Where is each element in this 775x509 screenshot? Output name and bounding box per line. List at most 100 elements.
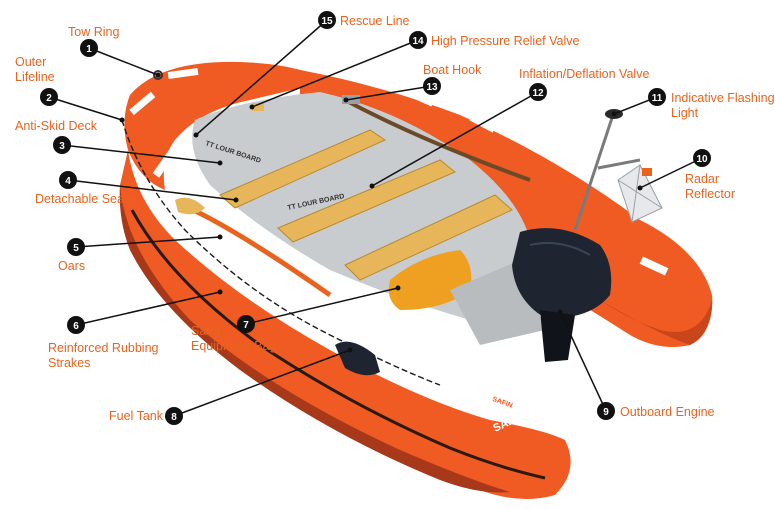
leader-anti-skid-deck (61, 144, 221, 164)
fuel-tank-shape (335, 341, 380, 376)
leader-high-pressure-relief-valve (251, 39, 419, 108)
seat-bench (219, 129, 387, 209)
leader-end-dot (395, 285, 401, 291)
callout-safety-equipment-bag: 7 Safety Equipment Bag (191, 315, 277, 353)
seat-bench (277, 159, 456, 243)
callout-number: 5 (73, 243, 79, 254)
leader-end-dot (611, 111, 617, 117)
leader-end-dot (347, 347, 353, 353)
callout-label: Radar (685, 172, 719, 186)
reflective-strip (639, 256, 669, 276)
radar-arm (597, 158, 641, 170)
leader-end-dot (217, 289, 223, 295)
callout-badge (318, 11, 336, 29)
leader-boat-hook (345, 85, 433, 101)
callout-label: Anti-Skid Deck (15, 119, 98, 133)
callout-label: Rescue Line (340, 14, 410, 28)
callout-label: High Pressure Relief Valve (431, 34, 579, 48)
leader-end-dot (343, 97, 349, 103)
callout-label: Safety (191, 324, 227, 338)
callout-leaders (48, 19, 703, 417)
callout-label: Light (671, 106, 699, 120)
callout-label: Boat Hook (423, 63, 482, 77)
callout-badge (597, 402, 615, 420)
callout-label: Reflector (685, 187, 735, 201)
reflective-strip (499, 409, 533, 429)
callout-fuel-tank: 8 Fuel Tank (109, 407, 183, 425)
callout-label: Reinforced Rubbing (48, 341, 159, 355)
callout-number: 1 (86, 44, 92, 55)
leader-end-dot (233, 197, 239, 203)
rubbing-strake (130, 209, 546, 480)
leader-reinforced-rubbing-strakes (75, 291, 221, 326)
callout-reinforced-rubbing-strakes: 6 Reinforced Rubbing Strakes (48, 316, 159, 370)
leader-radar-reflector (639, 157, 703, 189)
callout-badge (237, 315, 255, 333)
callout-number: 14 (412, 36, 424, 47)
callout-number: 10 (696, 154, 708, 165)
leader-end-dot (119, 117, 125, 123)
leader-end-dot (217, 234, 223, 240)
callout-oars: 5 Oars (58, 238, 85, 273)
callout-indicative-flashing-light: 11 Indicative Flashing Light (648, 88, 775, 120)
callout-anti-skid-deck: 3 Anti-Skid Deck (15, 119, 98, 154)
callout-label: Outer (15, 55, 46, 69)
callout-label: Outboard Engine (620, 405, 715, 419)
port-tube (119, 150, 571, 499)
callout-number: 3 (59, 141, 65, 152)
leader-end-dot (369, 183, 375, 189)
leader-end-dot (637, 185, 643, 191)
starboard-tube-shade (600, 300, 712, 345)
callout-label: Inflation/Deflation Valve (519, 67, 649, 81)
callout-number: 7 (243, 320, 249, 331)
callout-outer-lifeline: 2 Outer Lifeline (15, 55, 58, 106)
bow-tube (124, 61, 330, 190)
callout-number: 2 (46, 93, 52, 104)
callout-label: Tow Ring (68, 25, 119, 39)
leader-oars (75, 236, 221, 248)
callout-label: Fuel Tank (109, 409, 164, 423)
leader-inflation-deflation-valve (371, 91, 539, 187)
callout-label: Oars (58, 259, 85, 273)
callout-label: Detachable Seats (35, 192, 134, 206)
callout-radar-reflector: 10 Radar Reflector (685, 149, 735, 201)
callout-label: Equipment Bag (191, 339, 277, 353)
callout-number: 4 (65, 176, 71, 187)
leader-end-dot (249, 104, 255, 110)
reflective-strip (295, 276, 325, 302)
tow-ring-shape (153, 70, 163, 80)
boat-illustration: SAFIN SAFIN 420 TT LOUR BOARD TT LOUR BO… (119, 61, 713, 499)
callouts: 1 Tow Ring 2 Outer Lifeline 3 Anti-Skid … (15, 11, 775, 425)
relief-valve-shape (252, 103, 264, 111)
reflective-strip (129, 91, 156, 116)
callout-number: 13 (426, 82, 438, 93)
callout-detachable-seats: 4 Detachable Seats (35, 171, 134, 206)
callout-badge (40, 88, 58, 106)
leader-end-dot (155, 72, 161, 78)
radar-reflector-edges (617, 164, 663, 223)
leader-fuel-tank (173, 349, 351, 417)
callout-badge (59, 171, 77, 189)
callout-tow-ring: 1 Tow Ring (68, 25, 119, 57)
radar-reflector-tab (642, 168, 652, 176)
callout-badge (80, 39, 98, 57)
leader-rescue-line (195, 19, 328, 136)
callout-badge (67, 316, 85, 334)
leader-outer-lifeline (48, 96, 123, 121)
callout-number: 11 (652, 93, 663, 104)
reflective-strip (385, 331, 417, 357)
leader-outboard-engine (559, 311, 607, 412)
callout-badge (67, 238, 85, 256)
leader-safety-equipment-bag (245, 287, 399, 325)
outer-lifeline-rope (121, 119, 441, 386)
callout-label: Indicative Flashing (671, 91, 775, 105)
reflective-strip (409, 90, 435, 107)
leader-tow-ring (88, 47, 159, 76)
callout-inflation-deflation-valve: 12 Inflation/Deflation Valve (519, 67, 649, 101)
callout-number: 12 (532, 88, 544, 99)
callout-badge (693, 149, 711, 167)
callout-badge (53, 136, 71, 154)
callout-badge (409, 31, 427, 49)
callout-number: 8 (171, 412, 177, 423)
callout-badge (529, 83, 547, 101)
